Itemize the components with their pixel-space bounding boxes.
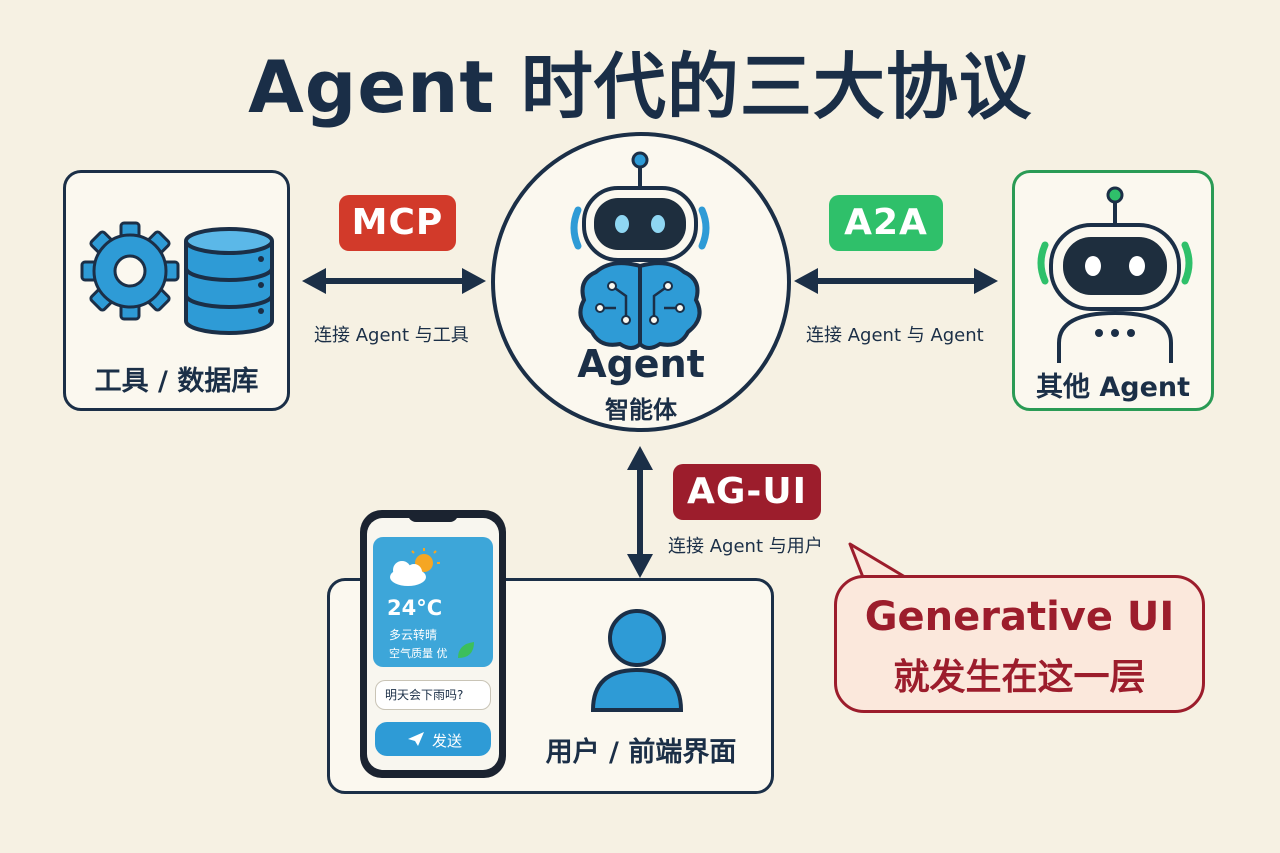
agent-name: Agent: [577, 342, 705, 386]
mcp-caption: 连接 Agent 与工具: [314, 325, 469, 346]
gear-icon: [80, 221, 180, 321]
temperature: 24°C: [387, 596, 443, 620]
agui-badge: AG-UI: [673, 464, 821, 520]
air-quality: 空气质量 优: [389, 647, 448, 660]
agui-caption: 连接 Agent 与用户: [668, 536, 823, 557]
send-label: 发送: [432, 732, 463, 750]
send-button[interactable]: [375, 722, 491, 756]
user-label: 用户 / 前端界面: [545, 737, 737, 768]
callout-line1: Generative UI: [864, 594, 1175, 640]
brain-icon: [578, 261, 702, 350]
a2a-caption: 连接 Agent 与 Agent: [806, 325, 984, 346]
phone-notch: [408, 512, 458, 522]
mcp-badge: MCP: [339, 195, 456, 251]
database-icon: [184, 227, 274, 335]
callout-bubble: [834, 575, 1205, 713]
tools-box: 工具 / 数据库: [63, 170, 290, 411]
question-text: 明天会下雨吗?: [385, 688, 464, 702]
tools-label: 工具 / 数据库: [94, 366, 259, 397]
question-bubble: [375, 680, 491, 710]
callout-line2: 就发生在这一层: [893, 657, 1146, 698]
gear-database-icon: [80, 221, 274, 335]
a2a-badge: A2A: [829, 195, 943, 251]
other-agent-label: 其他 Agent: [1035, 372, 1191, 403]
agent-subtitle: 智能体: [605, 396, 677, 424]
other-agent-box: 其他 Agent: [1012, 170, 1214, 411]
robot-icon: [1037, 186, 1193, 363]
weather-desc: 多云转晴: [389, 628, 438, 642]
page-title: Agent 时代的三大协议: [248, 45, 1032, 129]
